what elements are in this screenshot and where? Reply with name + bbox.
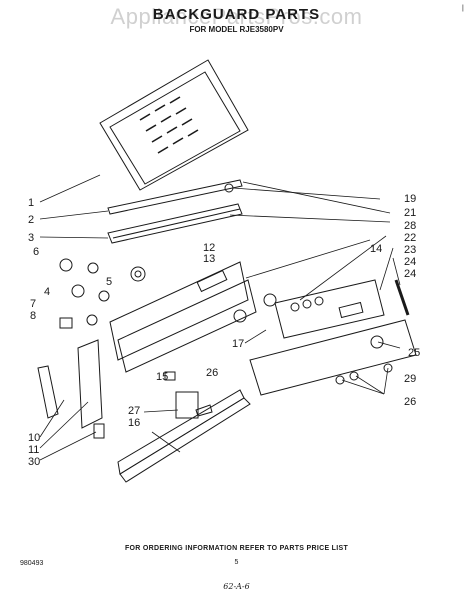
callout-23: 24	[404, 256, 416, 268]
corner-mark: |	[462, 5, 464, 12]
ordering-note: FOR ORDERING INFORMATION REFER TO PARTS …	[124, 545, 349, 552]
callout-11: 11	[28, 444, 39, 456]
callout-10: 10	[28, 432, 40, 444]
callout-26: 26	[206, 367, 218, 379]
callout-24-bottom: 25	[408, 347, 420, 359]
callout-13: 13	[203, 253, 215, 265]
model-subtitle: FOR MODEL RJE3580PV	[189, 25, 284, 34]
callout-7: 7	[30, 298, 36, 310]
callout-21: 22	[404, 232, 416, 244]
callout-28: 28	[404, 220, 416, 232]
callout-2: 2	[28, 214, 34, 226]
backguard-panel-part	[109, 261, 257, 373]
callout-labels: 1 2 3 6 4 5 7 8 12 13 14 19 21 28 22 23 …	[28, 193, 420, 468]
document-number: 980493	[20, 560, 44, 567]
callout-25: 26	[404, 396, 416, 408]
control-panel-part	[233, 279, 417, 396]
page-title: BACKGUARD PARTS	[152, 6, 321, 23]
watermark: AppliancePartsPros.com	[110, 4, 363, 29]
glass-panel-part	[99, 59, 249, 191]
callout-18: 19	[404, 193, 416, 205]
page-number: 5	[234, 559, 239, 566]
leader-lines	[39, 174, 401, 461]
callout-1: 1	[28, 197, 34, 209]
callout-12: 12	[203, 242, 215, 254]
callout-19: 21	[404, 207, 416, 219]
callout-5: 5	[106, 276, 112, 288]
callout-3: 3	[28, 232, 34, 244]
callout-15: 15	[156, 371, 168, 383]
callout-27: 27	[128, 405, 140, 417]
callout-30: 30	[28, 456, 40, 468]
trim-rail-parts	[107, 179, 243, 244]
callout-4: 4	[44, 286, 50, 298]
callout-22: 23	[404, 244, 416, 256]
side-trim-parts	[37, 339, 213, 439]
callout-6: 6	[33, 246, 39, 258]
callout-14: 14	[370, 243, 382, 255]
callout-17: 17	[232, 338, 244, 350]
handwritten-note: 62-A-6	[223, 582, 250, 591]
callout-8: 8	[30, 310, 36, 322]
callout-29: 29	[404, 373, 416, 385]
callout-24-top: 24	[404, 268, 416, 280]
callout-16: 16	[128, 417, 140, 429]
bottom-trim-part	[117, 389, 251, 483]
